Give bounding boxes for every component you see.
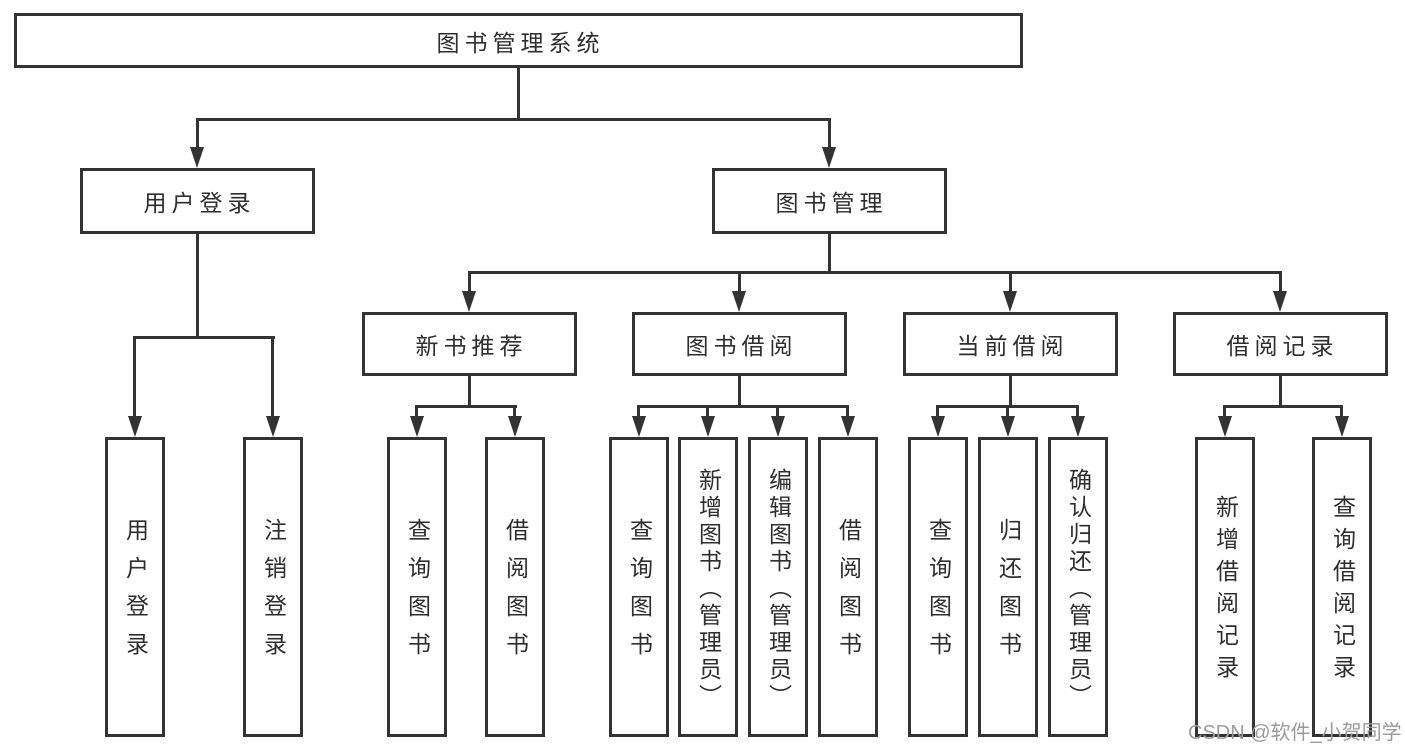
connector-borrowing-records-drop	[1279, 376, 1282, 405]
node-new-book-recommendation-label: 新书推荐	[415, 333, 528, 359]
connector-user-login-drop	[196, 232, 199, 336]
leaf-current-query-books: 查询图书	[908, 437, 968, 737]
arrowhead-down-icon	[732, 291, 746, 312]
node-new-book-recommendation: 新书推荐	[362, 312, 577, 376]
connector-stub-current-borrowing	[1009, 271, 1012, 293]
node-book-management: 图书管理	[712, 168, 947, 234]
connector-stub-book-management	[828, 118, 831, 150]
connector-borrowing-records-rail	[1223, 405, 1343, 408]
connector-stub-leaf-logout	[271, 336, 274, 418]
arrowhead-down-icon	[266, 416, 280, 437]
leaf-current-confirm-return-admin: 确认归还（管理员）	[1048, 437, 1108, 737]
node-borrowing-records-label: 借阅记录	[1226, 333, 1339, 359]
connector-stub	[1223, 405, 1226, 418]
csdn-watermark: CSDN @软件_小贺同学	[1188, 722, 1402, 744]
arrowhead-down-icon	[1071, 416, 1085, 437]
leaf-borrowing-add-book-admin: 新增图书（管理员）	[678, 437, 738, 737]
connector-stub-borrowing-records	[1279, 271, 1282, 293]
connector-book-management-rail	[468, 271, 1282, 274]
connector-stub	[415, 405, 418, 418]
leaf-borrowing-borrow-books-label: 借阅图书	[835, 518, 862, 670]
arrowhead-down-icon	[632, 416, 646, 437]
arrowhead-down-icon	[1218, 416, 1232, 437]
leaf-borrowing-add-book-admin-label: 新增图书（管理员）	[695, 467, 722, 711]
connector-stub	[706, 405, 709, 418]
connector-root-drop	[517, 68, 520, 118]
connector-user-login-rail	[133, 336, 275, 339]
arrowhead-down-icon	[1273, 291, 1287, 312]
node-current-borrowing: 当前借阅	[903, 312, 1118, 376]
connector-stub-leaf-user-login	[133, 336, 136, 418]
arrowhead-down-icon	[508, 416, 522, 437]
leaf-logout-label: 注销登录	[260, 518, 287, 670]
connector-book-borrowing-drop	[738, 376, 741, 405]
connector-stub	[1076, 405, 1079, 418]
arrowhead-down-icon	[822, 147, 836, 168]
arrowhead-down-icon	[128, 416, 142, 437]
leaf-borrowing-query-books: 查询图书	[609, 437, 669, 737]
arrowhead-down-icon	[771, 416, 785, 437]
connector-root-rail	[196, 118, 831, 121]
arrowhead-down-icon	[931, 416, 945, 437]
leaf-borrowing-edit-book-admin-label: 编辑图书（管理员）	[765, 467, 792, 711]
connector-stub-new-book	[468, 271, 471, 293]
arrowhead-down-icon	[1001, 416, 1015, 437]
connector-book-management-drop	[828, 232, 831, 271]
node-user-login: 用户登录	[80, 168, 315, 234]
leaf-records-query-record-label: 查询借阅记录	[1329, 495, 1356, 687]
connector-book-borrowing-rail	[637, 405, 849, 408]
leaf-borrowing-borrow-books: 借阅图书	[818, 437, 878, 737]
connector-stub	[776, 405, 779, 418]
node-book-borrowing: 图书借阅	[632, 312, 847, 376]
node-book-borrowing-label: 图书借阅	[685, 333, 798, 359]
connector-stub	[637, 405, 640, 418]
connector-new-book-rail	[415, 405, 517, 408]
leaf-current-query-books-label: 查询图书	[925, 518, 952, 670]
arrowhead-down-icon	[410, 416, 424, 437]
connector-stub	[936, 405, 939, 418]
leaf-records-add-record: 新增借阅记录	[1195, 437, 1255, 737]
leaf-current-return-books-label: 归还图书	[995, 518, 1022, 670]
leaf-recommend-borrow-books-label: 借阅图书	[502, 518, 529, 670]
arrowhead-down-icon	[841, 416, 855, 437]
node-root: 图书管理系统	[14, 13, 1023, 68]
leaf-logout: 注销登录	[243, 437, 303, 737]
arrowhead-down-icon	[701, 416, 715, 437]
node-book-management-label: 图书管理	[775, 190, 888, 216]
arrowhead-down-icon	[1335, 416, 1349, 437]
arrowhead-down-icon	[462, 291, 476, 312]
leaf-user-login-label: 用户登录	[122, 518, 149, 670]
leaf-recommend-query-books: 查询图书	[387, 437, 447, 737]
leaf-records-query-record: 查询借阅记录	[1312, 437, 1372, 737]
leaf-records-add-record-label: 新增借阅记录	[1212, 495, 1239, 687]
connector-new-book-drop	[468, 376, 471, 405]
connector-current-borrowing-drop	[1009, 376, 1012, 405]
connector-stub	[513, 405, 516, 418]
leaf-recommend-borrow-books: 借阅图书	[485, 437, 545, 737]
arrowhead-down-icon	[1003, 291, 1017, 312]
connector-stub-user-login	[196, 118, 199, 150]
connector-stub	[846, 405, 849, 418]
leaf-borrowing-query-books-label: 查询图书	[626, 518, 653, 670]
connector-stub	[1340, 405, 1343, 418]
leaf-current-return-books: 归还图书	[978, 437, 1038, 737]
node-current-borrowing-label: 当前借阅	[956, 333, 1069, 359]
node-root-label: 图书管理系统	[436, 29, 605, 56]
leaf-recommend-query-books-label: 查询图书	[404, 518, 431, 670]
node-borrowing-records: 借阅记录	[1173, 312, 1388, 376]
connector-stub	[1006, 405, 1009, 418]
leaf-current-confirm-return-admin-label: 确认归还（管理员）	[1065, 467, 1092, 711]
leaf-borrowing-edit-book-admin: 编辑图书（管理员）	[748, 437, 808, 737]
leaf-user-login: 用户登录	[105, 437, 165, 737]
connector-stub-book-borrowing	[738, 271, 741, 293]
node-user-login-label: 用户登录	[143, 190, 256, 216]
arrowhead-down-icon	[190, 147, 204, 168]
